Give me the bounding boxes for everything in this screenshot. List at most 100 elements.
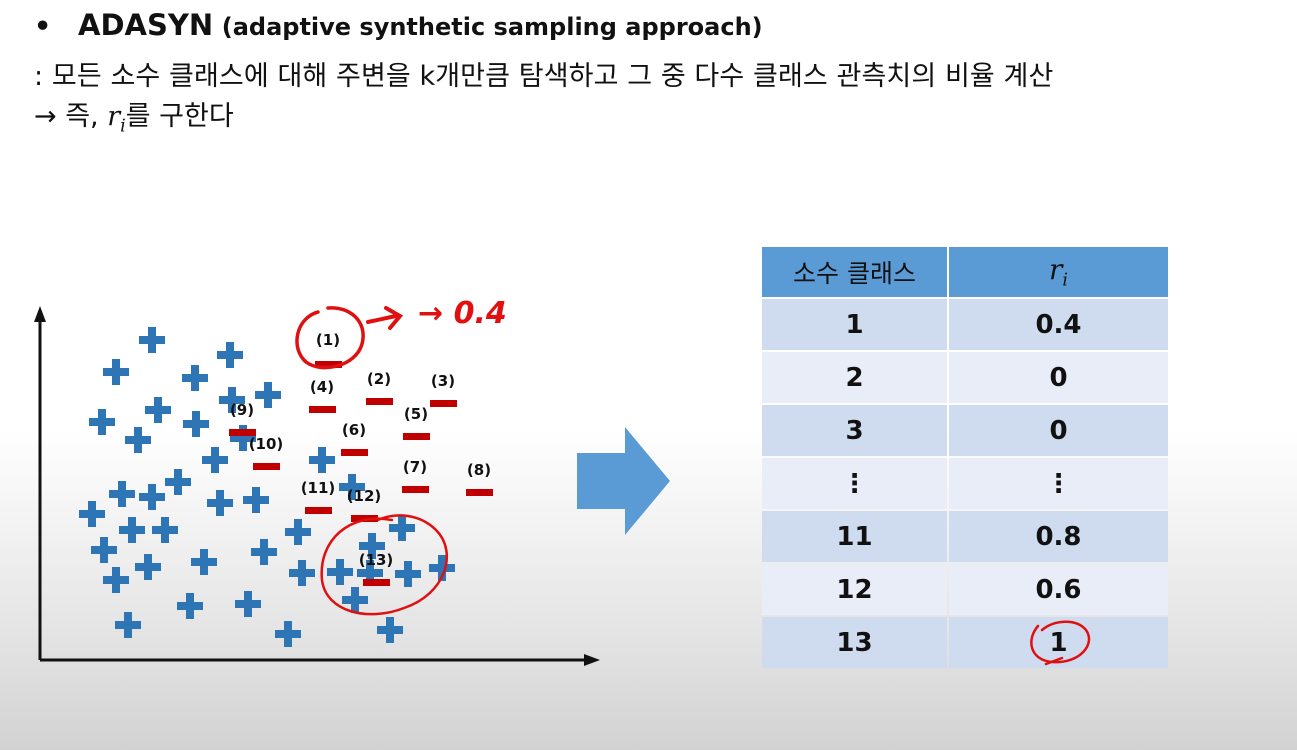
majority-plus-point [145, 397, 171, 423]
plus-bar-vertical [398, 515, 406, 541]
plus-bar-vertical [192, 411, 200, 437]
majority-plus-point [79, 501, 105, 527]
majority-plus-point [103, 567, 129, 593]
majority-plus-point [119, 517, 145, 543]
right-arrow-icon [577, 427, 670, 535]
plus-bar-vertical [252, 487, 260, 513]
minority-minus-point [466, 489, 493, 496]
minority-point-label: (7) [403, 458, 427, 476]
majority-plus-point [202, 447, 228, 473]
plus-bar-vertical [100, 537, 108, 563]
plus-bar-vertical [298, 560, 306, 586]
plus-bar-vertical [161, 517, 169, 543]
minority-point-label: (13) [359, 551, 394, 569]
minority-point-label: (4) [310, 378, 334, 396]
minority-point-label: (3) [431, 372, 455, 390]
scatter-plot: (1)(2)(3)(4)(5)(6)(7)(8)(9)(10)(11)(12)(… [34, 306, 600, 666]
cell-ri: ⋮ [949, 458, 1168, 509]
minority-point-label: (5) [404, 405, 428, 423]
plus-bar-vertical [154, 397, 162, 423]
minority-point-label: (1) [316, 331, 340, 349]
minority-point-label: (2) [367, 370, 391, 388]
column-header-ri-var: r [1049, 253, 1063, 287]
plus-bar-vertical [144, 554, 152, 580]
majority-plus-point [165, 469, 191, 495]
minority-point-label: (10) [249, 435, 284, 453]
x-axis-arrowhead [584, 654, 600, 666]
minority-minus-point [305, 507, 332, 514]
cell-ri: 0 [949, 405, 1168, 456]
table-row: ⋮ ⋮ [762, 458, 1168, 509]
majority-plus-point [89, 409, 115, 435]
minority-point-label: (6) [342, 421, 366, 439]
majority-plus-point [251, 539, 277, 565]
table-row: 11 0.8 [762, 511, 1168, 562]
minority-minus-point [229, 429, 256, 436]
majority-plus-point [389, 515, 415, 541]
cell-class: ⋮ [762, 458, 947, 509]
plus-bar-vertical [244, 591, 252, 617]
majority-plus-point [230, 425, 256, 451]
result-line: → 즉, ri를 구한다 [34, 94, 234, 136]
plus-bar-vertical [112, 567, 120, 593]
plus-bar-vertical [112, 359, 120, 385]
cell-ri: 1 [949, 617, 1168, 668]
majority-plus-point [139, 484, 165, 510]
plus-bar-vertical [294, 519, 302, 545]
cell-ri: 0 [949, 352, 1168, 403]
ri-table: 소수 클래스 ri 1 0.4 2 0 3 0 ⋮ ⋮ 11 0.8 12 0.… [760, 245, 1170, 670]
minority-minus-point [366, 398, 393, 405]
plus-bar-vertical [264, 382, 272, 408]
heading-title: ADASYN [78, 8, 214, 42]
y-axis-arrowhead [34, 306, 46, 322]
minority-point-label: (9) [230, 401, 254, 419]
minority-point-label: (11) [301, 479, 336, 497]
majority-plus-point [285, 519, 311, 545]
plus-bar-vertical [228, 387, 236, 413]
plot-axes [34, 306, 600, 666]
majority-plus-point [395, 561, 421, 587]
plus-bar-vertical [336, 559, 344, 585]
majority-plus-point [429, 555, 455, 581]
heading-subtitle: (adaptive synthetic sampling approach) [221, 13, 763, 41]
arrow-shape [577, 427, 670, 535]
bullet: • [34, 11, 52, 42]
plus-bar-vertical [211, 447, 219, 473]
plus-bar-vertical [88, 501, 96, 527]
cell-ri: 0.8 [949, 511, 1168, 562]
plus-bar-vertical [404, 561, 412, 587]
cell-class: 12 [762, 564, 947, 615]
plus-bar-vertical [134, 427, 142, 453]
minority-point-label: (12) [347, 487, 382, 505]
cell-class: 1 [762, 299, 947, 350]
majority-plus-point [152, 517, 178, 543]
result-prefix: → 즉, [34, 101, 108, 132]
table-row: 3 0 [762, 405, 1168, 456]
table-header-row: 소수 클래스 ri [762, 247, 1168, 297]
minority-minus-point [309, 406, 336, 413]
plus-bar-vertical [226, 342, 234, 368]
plus-bar-vertical [348, 474, 356, 500]
result-suffix: 를 구한다 [125, 101, 234, 132]
table-row: 2 0 [762, 352, 1168, 403]
majority-plus-point [217, 342, 243, 368]
majority-plus-point [255, 382, 281, 408]
plus-bar-vertical [386, 617, 394, 643]
majority-points [79, 327, 455, 647]
column-header-ri: ri [949, 247, 1168, 297]
plus-bar-vertical [98, 409, 106, 435]
ri-var: r [107, 101, 121, 132]
plus-bar-vertical [216, 490, 224, 516]
plus-bar-vertical [318, 447, 326, 473]
plus-bar-vertical [239, 425, 247, 451]
majority-plus-point [91, 537, 117, 563]
majority-plus-point [377, 617, 403, 643]
minority-minus-point [363, 579, 390, 586]
table-row: 13 1 [762, 617, 1168, 668]
majority-plus-point [235, 591, 261, 617]
majority-plus-point [125, 427, 151, 453]
cell-ri: 0.6 [949, 564, 1168, 615]
minority-minus-point [430, 400, 457, 407]
majority-plus-point [342, 587, 368, 613]
majority-plus-point [327, 559, 353, 585]
